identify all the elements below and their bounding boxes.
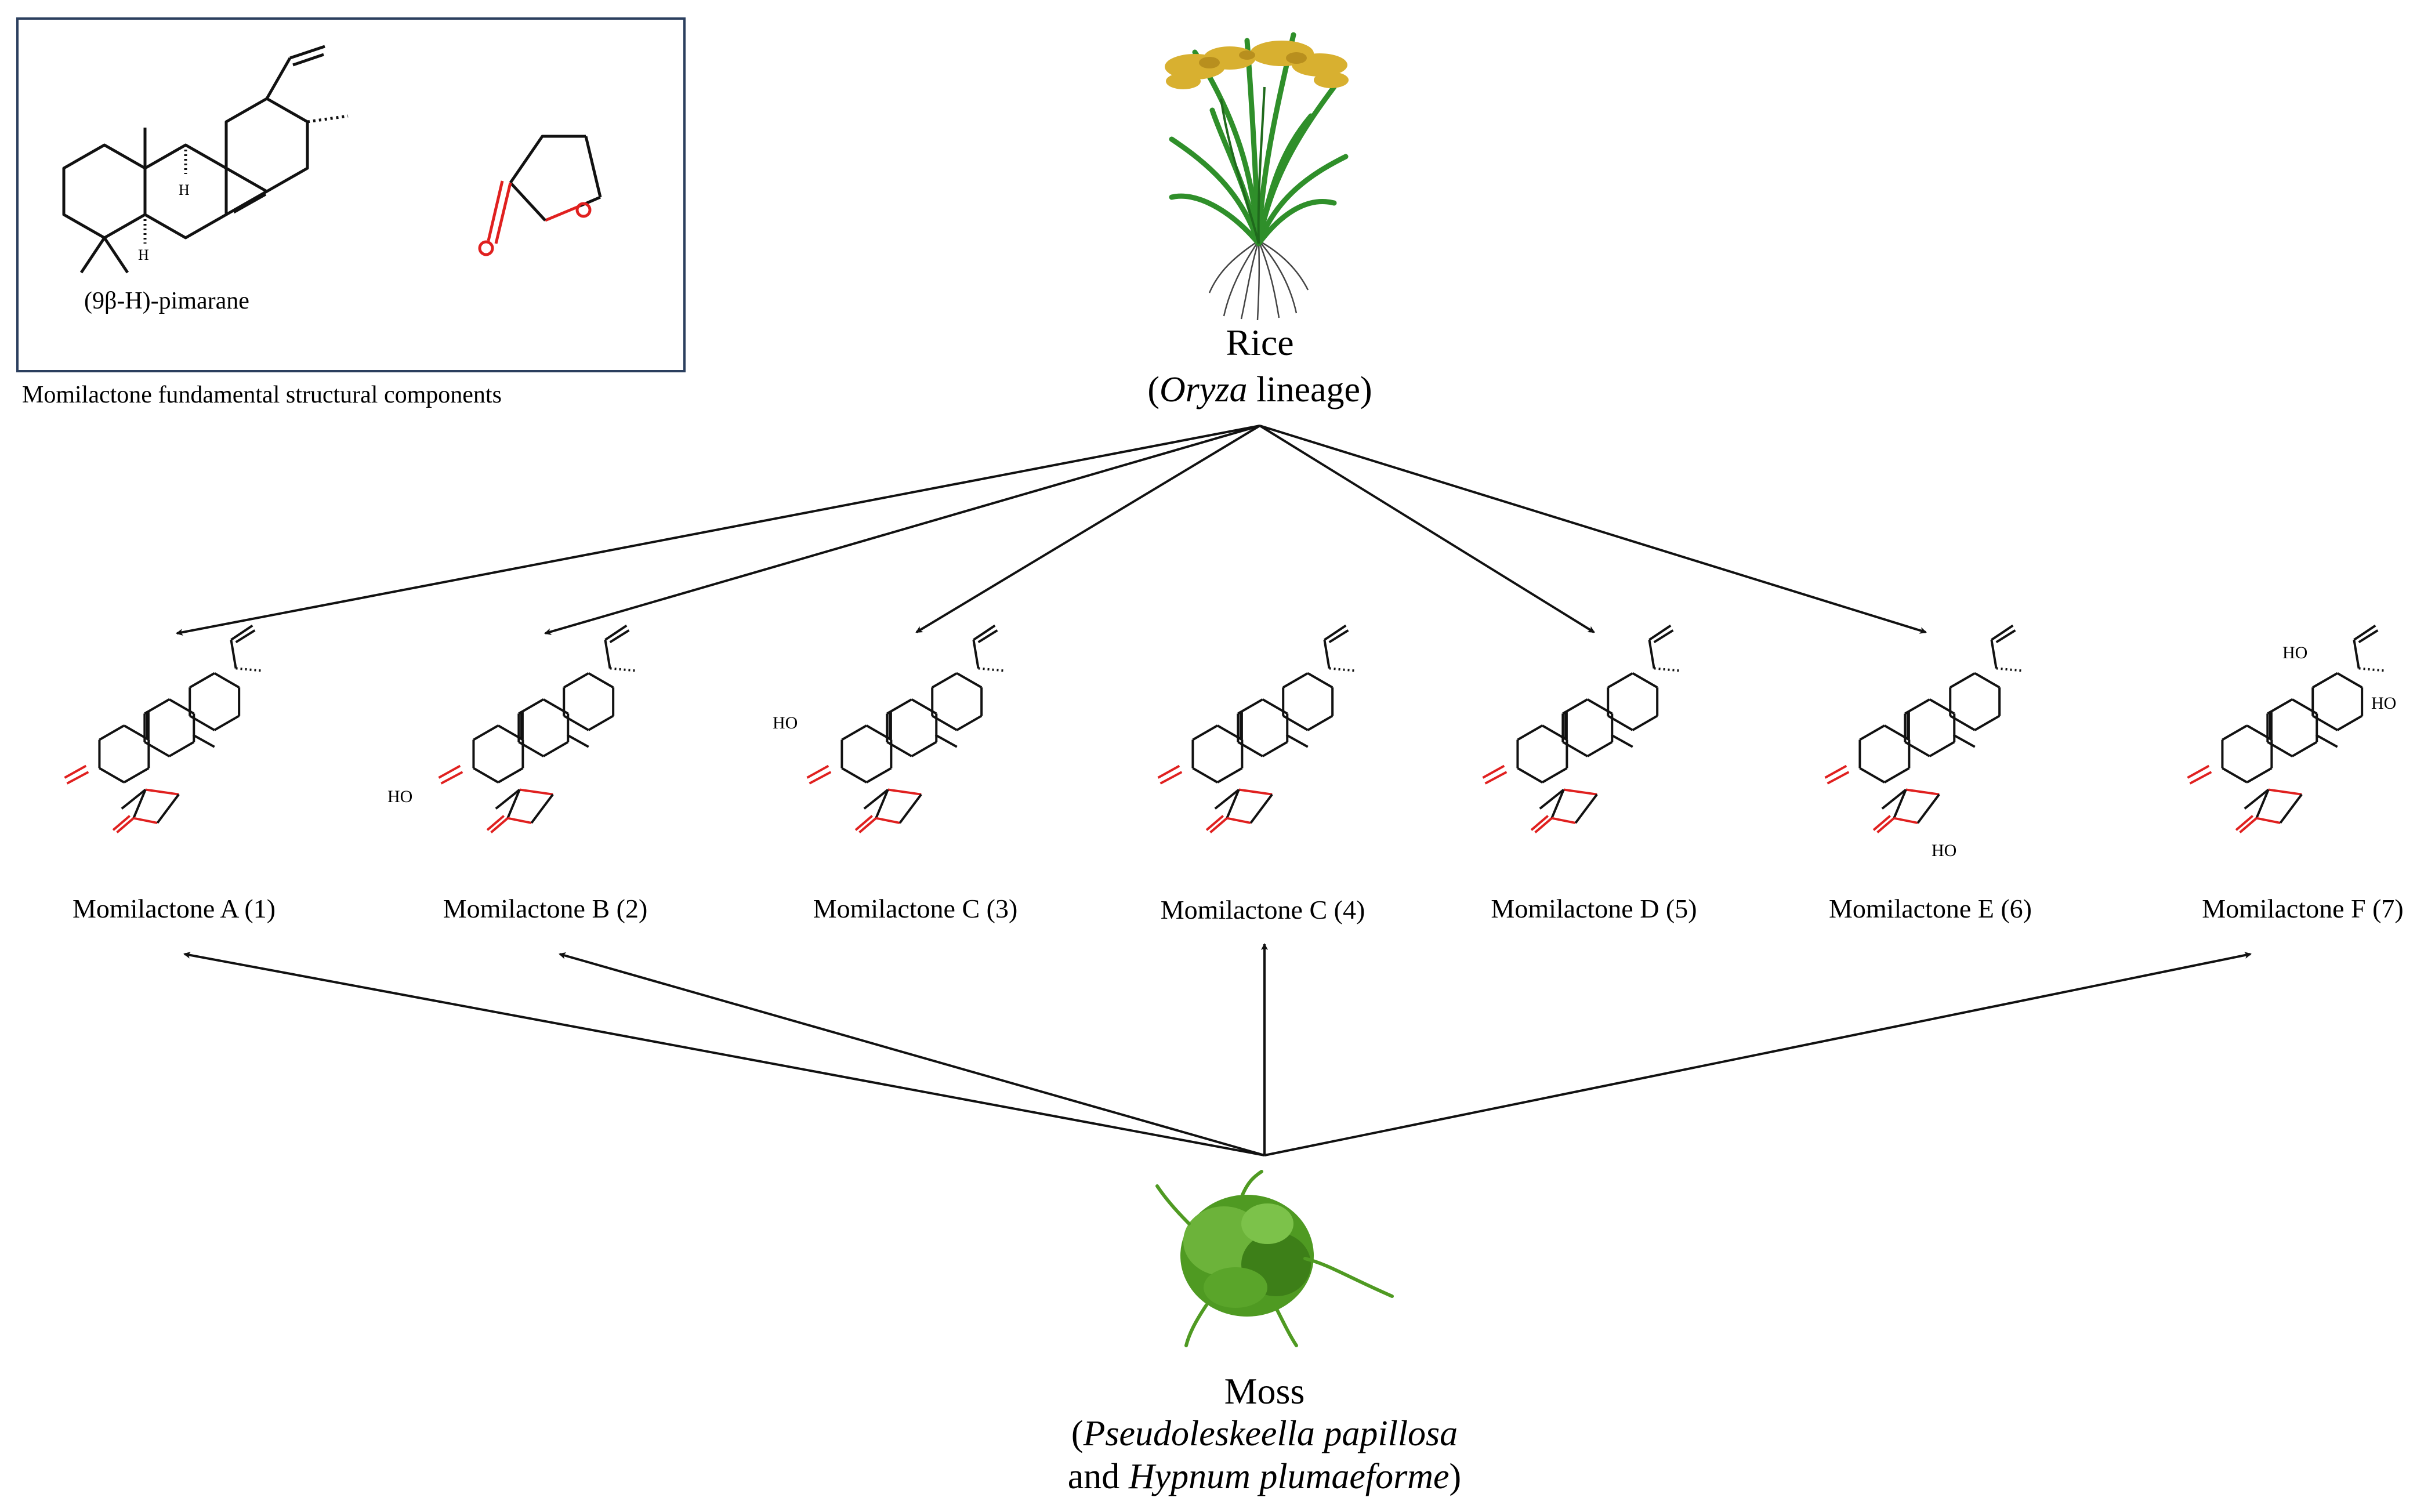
pimarane-structure [62, 45, 349, 274]
arrow-moss-to-f [1264, 952, 2252, 1156]
compound-structure-b [438, 624, 636, 833]
compound-label-c4: Momilactone C (4) [1161, 895, 1365, 924]
compound-structure-c3 [806, 624, 1005, 833]
moss-arrows [183, 943, 2252, 1156]
arrow-moss-to-a [183, 951, 1265, 1156]
compound-label-f: Momilactone F (7) [2202, 894, 2404, 923]
structure-box-frame [16, 17, 686, 372]
rice-arrows [176, 425, 1927, 636]
structure-box-caption: Momilactone fundamental structural compo… [22, 382, 502, 408]
compound-label-a: Momilactone A (1) [73, 894, 276, 923]
arrow-moss-to-b [559, 952, 1265, 1156]
arrow-rice-to-a [176, 425, 1260, 636]
pimarane-label: (9β-H)-pimarane [84, 288, 249, 314]
compound-label-e: Momilactone E (6) [1829, 894, 2032, 923]
moss-species-line2: and Hypnum plumaeforme) [1068, 1457, 1461, 1496]
rice-plant-image [1165, 32, 1349, 321]
compound-structure-d [1482, 624, 1680, 833]
lactone-structure [478, 135, 602, 256]
compound-f-ho-right: HO [2371, 694, 2396, 713]
pimarane-h-9: H [179, 182, 190, 198]
arrow-rice-to-b [544, 425, 1260, 635]
compound-f-ho-top: HO [2282, 643, 2307, 662]
compound-label-c3: Momilactone C (3) [813, 894, 1018, 923]
arrow-rice-to-c3 [915, 425, 1261, 633]
moss-species-line1: (Pseudoleskeella papillosa [1071, 1414, 1458, 1453]
moss-image [1155, 1170, 1394, 1347]
compound-structure-e [1824, 624, 2023, 833]
compound-label-b: Momilactone B (2) [443, 894, 648, 923]
moss-title: Moss [1224, 1370, 1305, 1412]
compound-structure-a [64, 624, 262, 833]
compound-structure-c4 [1157, 624, 1356, 833]
compound-c3-ho: HO [773, 713, 798, 733]
rice-title: Rice [1226, 322, 1293, 363]
arrow-rice-to-e [1259, 425, 1927, 634]
arrow-rice-to-d [1259, 425, 1595, 633]
compound-structures [64, 624, 2385, 833]
compound-e-ho: HO [1932, 841, 1956, 860]
compound-label-d: Momilactone D (5) [1491, 894, 1697, 923]
structure-box: H H (9β-H)-pimarane [16, 17, 686, 372]
rice-lineage: (Oryza lineage) [1147, 370, 1372, 409]
compound-structure-f [2187, 624, 2385, 833]
compound-b-ho: HO [387, 787, 412, 806]
pimarane-h-5: H [138, 246, 149, 263]
